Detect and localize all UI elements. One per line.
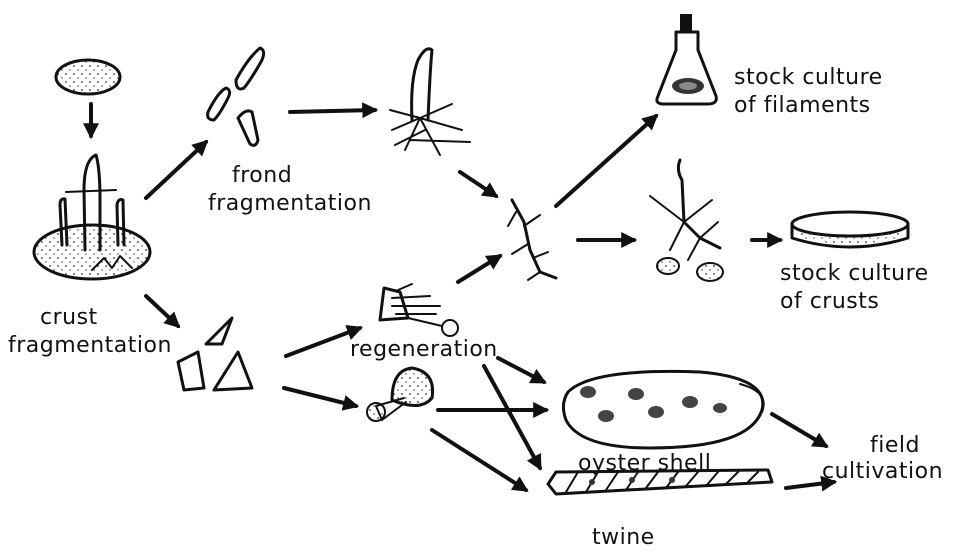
spore-oval [56,60,120,94]
label-regeneration: regeneration [350,338,498,362]
petri-dish-drawing [792,212,908,247]
arrow-branched-to-flask [556,116,656,206]
regenerating-filament-drawing [390,49,470,155]
arrow-crust-to-fragments [146,296,178,326]
crust-fragments-drawing [178,318,252,390]
arrow-crust-to-frond [146,142,206,198]
arrow-regen-filament-to-branched [460,172,496,196]
branched-filament-drawing [508,200,556,280]
regeneration-drawing [380,284,458,336]
germling-drawing [367,368,433,421]
arrow-frond-to-regen-filament [290,110,375,112]
label-stock-crusts-line1: stock culture [780,262,929,286]
label-frond-line2: fragmentation [208,192,372,216]
label-oyster-shell: oyster shell [578,452,711,476]
crust-with-fronds-drawing [34,155,150,279]
label-field-line1: field [870,434,920,458]
arrow-fragments-to-regeneration [286,328,360,356]
label-stock-filaments-line1: stock culture [734,66,883,90]
arrow-regeneration-to-branched [458,256,500,282]
arrow-germling-to-twine [432,430,526,490]
label-frond-line1: frond [232,164,292,188]
label-stock-filaments-line2: of filaments [734,94,871,118]
label-twine: twine [592,526,655,550]
arrow-fragments-to-germling [284,388,356,406]
oyster-shell-drawing [563,371,763,448]
arrow-oyster-to-field [772,414,826,446]
flask-drawing [657,14,716,104]
frond-fragments-drawing [208,48,264,145]
label-crust-line2: fragmentation [8,334,172,358]
arrow-regeneration-to-twine [484,366,540,468]
label-field-line2: cultivation [822,460,943,484]
arrow-regeneration-to-oyster [498,358,544,382]
label-crust-line1: crust [40,306,98,330]
label-stock-crusts-line2: of crusts [780,290,879,314]
filament-with-crusts-drawing [650,160,723,281]
